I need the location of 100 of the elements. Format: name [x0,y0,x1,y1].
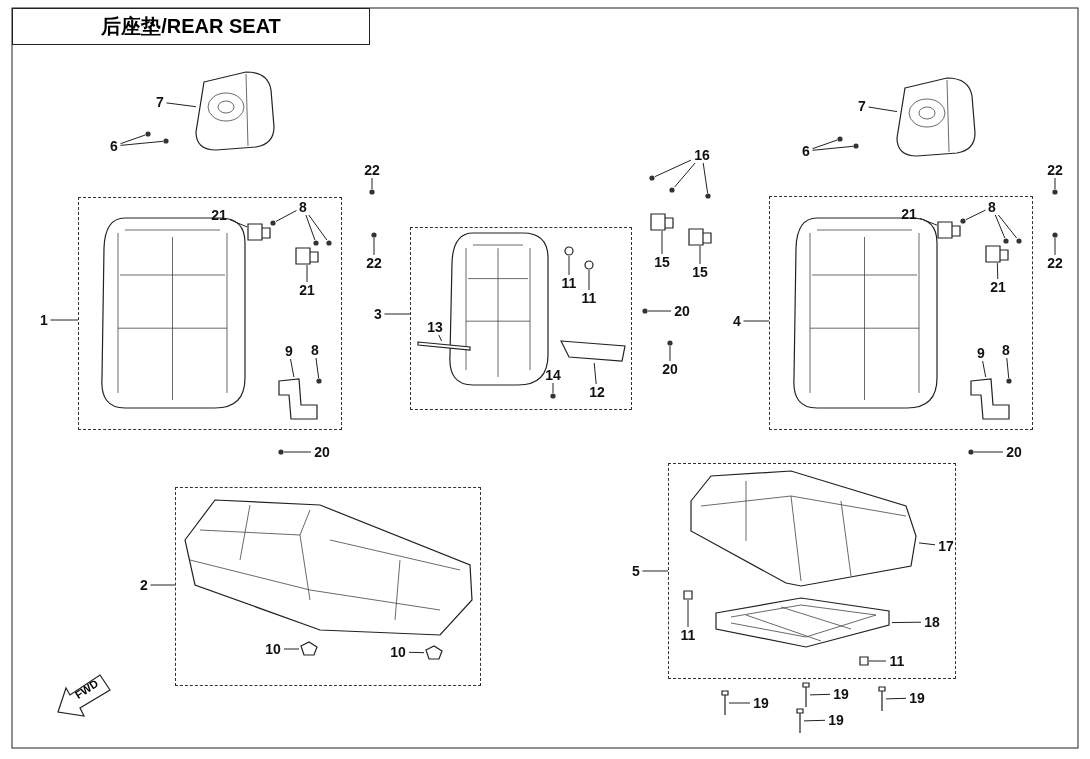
leader-line [699,245,701,265]
leader-line [702,162,709,194]
callout-number: 12 [586,384,608,400]
leader-line [588,269,590,291]
leader-line [283,648,300,650]
leader-line [1054,177,1056,190]
callout-number: 19 [750,695,772,711]
headrest-drawing [196,72,276,152]
leader-line [647,310,672,312]
bolt-icon [1006,378,1012,384]
leader-line [661,230,663,255]
leader-line [919,217,938,226]
leader-line [305,214,316,241]
bracket-icon [295,247,319,265]
bolt-icon [853,143,859,149]
leader-line [982,360,987,378]
callout-number: 16 [691,147,713,163]
callout-number: 11 [886,653,908,669]
washer-icon [564,246,574,256]
callout-number: 22 [361,162,383,178]
leader-line [674,162,696,188]
callout-number: 11 [558,275,580,291]
dashed-frame [769,196,1033,430]
callout-number: 15 [689,264,711,280]
callout-number: 3 [371,306,385,322]
callout-number: 11 [677,627,699,643]
bolt-icon [642,308,648,314]
leader-line [593,362,597,385]
callout-number: 6 [799,143,813,159]
dashed-frame [175,487,481,686]
bolt-icon [721,690,729,716]
callout-number: 5 [629,563,643,579]
callout-number: 19 [830,686,852,702]
leader-line [150,584,176,586]
leader-line [994,214,1006,239]
nut-icon [859,656,869,666]
bolt-icon [796,708,804,734]
leader-line [308,214,328,241]
callout-number: 21 [296,282,318,298]
leader-line [275,210,297,222]
callout-number: 21 [987,279,1009,295]
leader-line [373,237,375,256]
callout-number: 19 [825,712,847,728]
callout-number: 13 [424,319,446,335]
bolt-icon [667,340,673,346]
callout-number: 20 [311,444,333,460]
dashed-frame [668,463,956,679]
leader-line [743,320,770,322]
callout-number: 22 [1044,255,1066,271]
bolt-icon [313,240,319,246]
leader-line [552,382,554,394]
callout-number: 2 [137,577,151,593]
leader-line [166,102,197,108]
leader-line [408,651,425,654]
leader-line [568,255,570,276]
callout-number: 21 [898,206,920,222]
leader-line [868,660,887,662]
callout-number: 9 [974,345,988,361]
callout-number: 19 [906,690,928,706]
bolt-icon [649,175,655,181]
headrest-drawing [897,78,977,158]
dashed-frame [410,227,632,410]
bolt-icon [145,131,151,137]
callout-number: 10 [387,644,409,660]
bolt-icon [369,189,375,195]
bolt-icon [878,686,886,712]
callout-number: 14 [542,367,564,383]
leader-line [973,451,1004,453]
bracket-icon [937,221,961,239]
callout-number: 15 [651,254,673,270]
bolt-icon [669,187,675,193]
leader-line [669,345,671,362]
nut-icon [299,641,319,657]
bolt-icon [270,220,276,226]
leader-line [315,357,320,379]
bracket-icon [650,213,674,231]
leader-line [1006,357,1010,379]
bolt-icon [326,240,332,246]
bolt-icon [1016,238,1022,244]
callout-number: 8 [308,342,322,358]
leader-line [1054,237,1056,256]
bolt-icon [837,136,843,142]
callout-number: 20 [671,303,693,319]
leader-line [812,139,838,150]
leader-line [885,697,907,700]
callout-number: 17 [935,538,957,554]
bolt-icon [1052,232,1058,238]
bolt-icon [550,393,556,399]
callout-number: 8 [985,199,999,215]
callout-number: 22 [363,255,385,271]
leader-line [809,693,831,696]
callout-number: 1 [37,312,51,328]
bracket-icon [985,245,1009,263]
seat-cushion-drawing [691,471,919,589]
callout-number: 21 [208,207,230,223]
callout-number: 18 [921,614,943,630]
callout-number: 6 [107,138,121,154]
leader-line [306,264,308,283]
rod-icon [417,341,471,351]
bolt-icon [371,232,377,238]
